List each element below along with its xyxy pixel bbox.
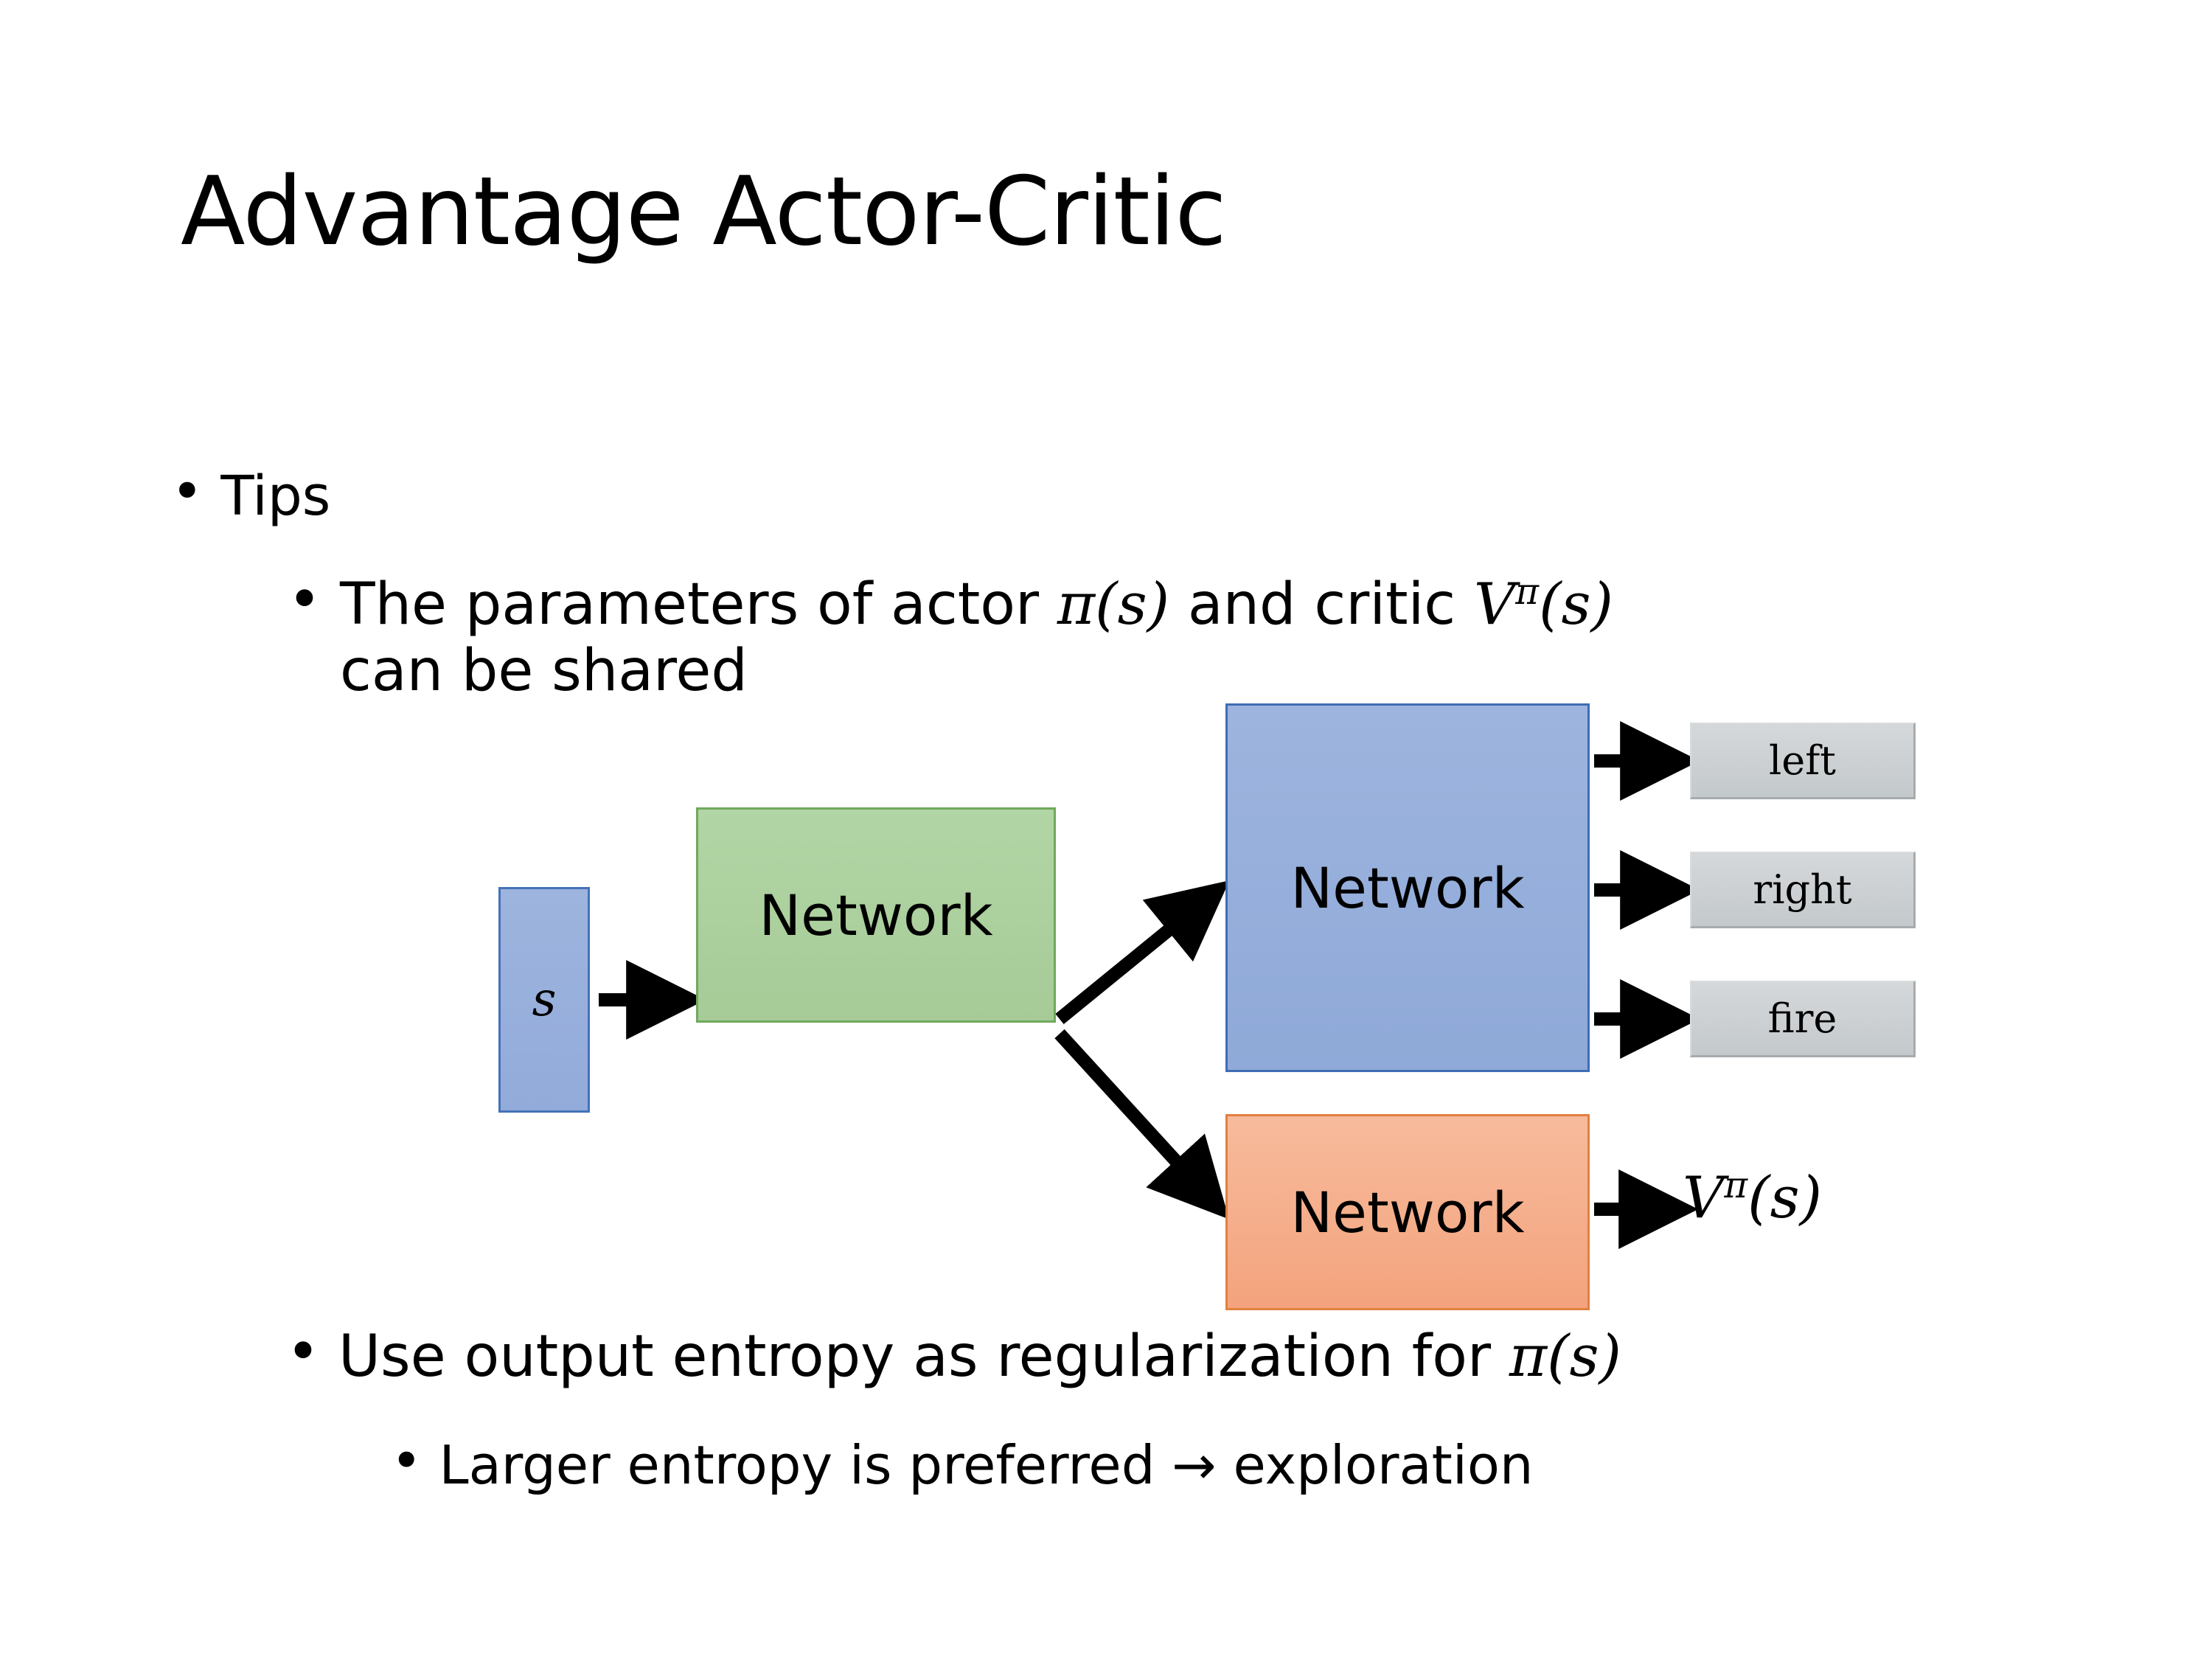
math-entropy-pi: π	[1509, 1324, 1548, 1390]
state-input-box: s	[498, 887, 590, 1113]
bullet-entropy-text: Use output entropy as regularization for…	[338, 1324, 1621, 1390]
bullet-parameters-shared: • The parameters of actor π(s) and criti…	[288, 571, 2094, 704]
math-critic-superscript-pi: π	[1515, 571, 1540, 613]
math-value-superscript-pi: π	[1724, 1165, 1748, 1206]
bullet-marker: •	[288, 567, 322, 633]
critic-network-label: Network	[1290, 1179, 1525, 1245]
shared-network-label: Network	[759, 882, 993, 948]
actor-network-box: Network	[1225, 703, 1590, 1072]
bullet-parameters-line1: The parameters of actor π(s) and critic …	[340, 571, 1613, 638]
math-entropy-args: (s)	[1547, 1324, 1621, 1390]
action-output-right: right	[1690, 852, 1916, 928]
action-output-fire-label: fire	[1767, 995, 1837, 1042]
state-input-label: s	[532, 973, 557, 1027]
bullet-marker: •	[286, 1319, 321, 1385]
actor-network-label: Network	[1290, 855, 1525, 921]
text-parameters-prefix: The parameters of actor	[339, 571, 1057, 638]
arrow-shared-to-critic-network	[1054, 1029, 1230, 1220]
action-output-left-label: left	[1769, 737, 1836, 784]
math-value-V: V	[1683, 1165, 1725, 1231]
bullet-larger-entropy-label: Larger entropy is preferred → exploratio…	[439, 1434, 1534, 1496]
bullet-larger-entropy: • Larger entropy is preferred → explorat…	[391, 1434, 1534, 1496]
bullet-tips: • Tips	[171, 465, 330, 528]
bullet-marker: •	[391, 1430, 422, 1492]
math-actor-pi: π	[1057, 571, 1096, 638]
critic-network-box: Network	[1225, 1114, 1590, 1310]
bullet-tips-label: Tips	[220, 465, 331, 528]
page-title: Advantage Actor-Critic	[181, 157, 1227, 267]
action-output-left: left	[1690, 723, 1916, 799]
bullet-entropy-regularization: • Use output entropy as regularization f…	[286, 1324, 1621, 1390]
bullet-parameters-line2: can be shared	[339, 638, 748, 704]
bullet-marker: •	[171, 460, 204, 524]
bullet-parameters-text: The parameters of actor π(s) and critic …	[340, 571, 1613, 704]
math-value-args: (s)	[1747, 1165, 1823, 1231]
critic-value-output: Vπ(s)	[1683, 1165, 1822, 1231]
math-critic-args: (s)	[1539, 571, 1613, 638]
action-output-fire: fire	[1690, 981, 1916, 1057]
shared-network-box: Network	[696, 807, 1056, 1023]
action-output-right-label: right	[1753, 866, 1852, 913]
text-entropy-prefix: Use output entropy as regularization for	[338, 1324, 1509, 1390]
text-parameters-middle: and critic	[1169, 571, 1474, 638]
math-critic-V: V	[1473, 571, 1516, 638]
math-actor-args: (s)	[1095, 571, 1170, 638]
arrow-shared-to-actor-network	[1055, 880, 1230, 1024]
